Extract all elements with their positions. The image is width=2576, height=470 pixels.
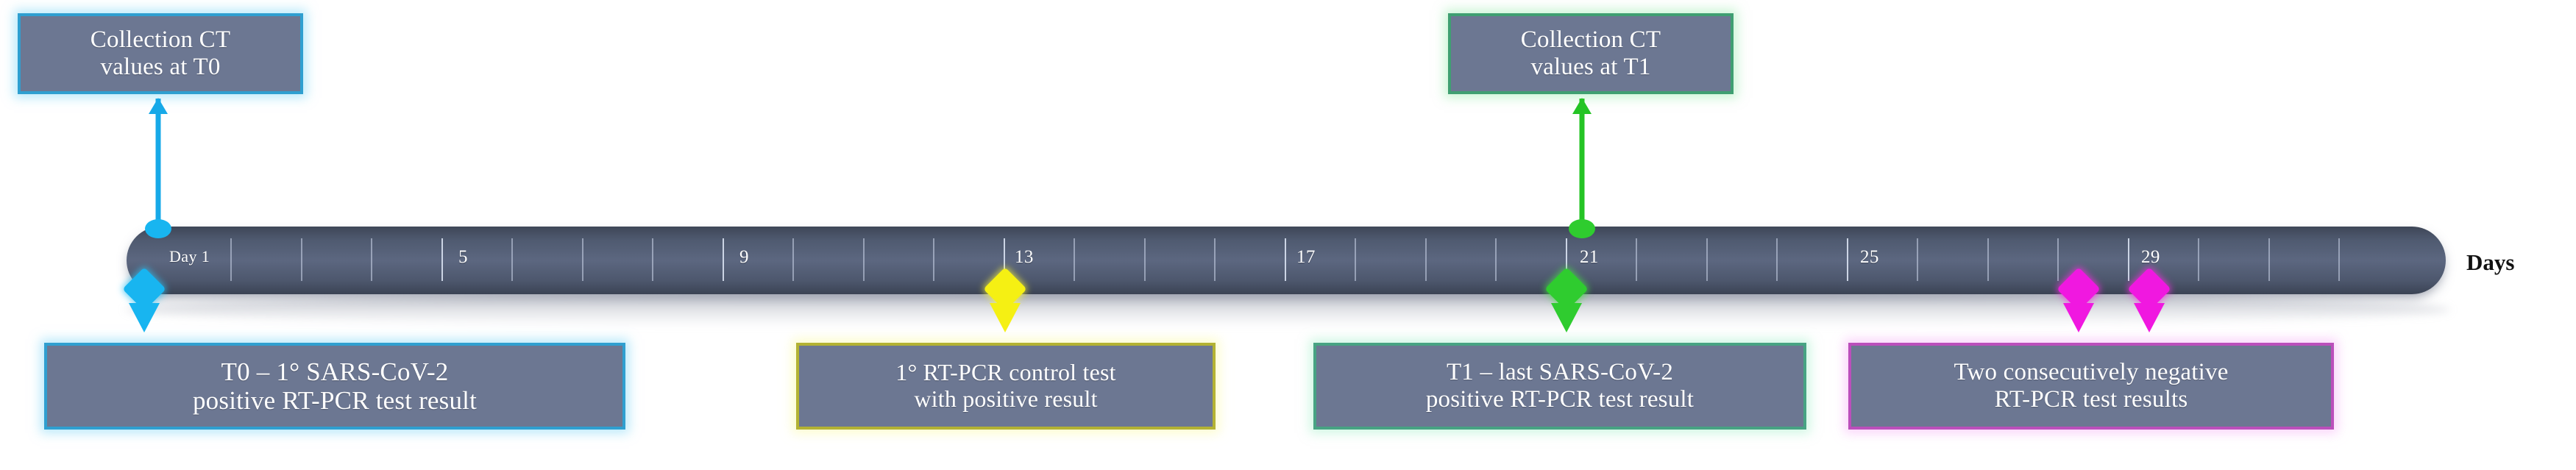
callout-ct-values-t0-line2: values at T0 <box>100 54 221 80</box>
caption-t0-line1: T0 – 1° SARS-CoV-2 <box>221 357 449 386</box>
tick-day-14 <box>1074 238 1075 281</box>
tick-day-17 <box>1285 238 1286 281</box>
tick-day-28 <box>2057 238 2059 281</box>
tick-day-32 <box>2338 238 2340 281</box>
tick-day-6 <box>511 238 513 281</box>
caption-negative-line2: RT-PCR test results <box>1994 386 2188 413</box>
tick-day-3 <box>301 238 302 281</box>
connector-dot-t0 <box>145 219 171 238</box>
tick-day-19 <box>1425 238 1427 281</box>
tick-day-8 <box>652 238 653 281</box>
caption-arrow-t0 <box>129 303 160 332</box>
caption-arrow-neg-2 <box>2134 303 2165 332</box>
caption-negative-line1: Two consecutively negative <box>1954 359 2229 386</box>
arrow-up-icon-t0 <box>149 98 168 114</box>
caption-control-line2: with positive result <box>914 385 1098 412</box>
connector-stem-t0 <box>155 99 161 232</box>
callout-ct-values-t0-line1: Collection CT <box>90 26 231 54</box>
caption-t0-line2: positive RT-PCR test result <box>192 386 478 415</box>
callout-ct-values-t1: Collection CT values at T1 <box>1448 13 1734 94</box>
day-label-9: 9 <box>739 247 749 267</box>
day-label-5: 5 <box>458 247 468 267</box>
callout-ct-values-t0: Collection CT values at T0 <box>18 13 303 94</box>
connector-dot-t1 <box>1569 219 1595 238</box>
caption-first-control-test: 1° RT-PCR control test with positive res… <box>796 343 1216 430</box>
tick-day-27 <box>1987 238 1989 281</box>
tick-day-29 <box>2128 238 2129 281</box>
tick-day-20 <box>1495 238 1497 281</box>
callout-ct-values-t1-line1: Collection CT <box>1520 26 1661 54</box>
tick-day-23 <box>1706 238 1708 281</box>
caption-t1-line2: positive RT-PCR test result <box>1425 386 1695 413</box>
callout-ct-values-t1-line2: values at T1 <box>1530 54 1651 80</box>
day-label-25: 25 <box>1860 247 1879 267</box>
day-label-21: 21 <box>1580 247 1599 267</box>
caption-two-negative-tests: Two consecutively negative RT-PCR test r… <box>1848 343 2334 430</box>
tick-day-30 <box>2198 238 2199 281</box>
timeline: Day 1 5 9 13 17 21 25 29 <box>127 219 2446 294</box>
caption-control-line1: 1° RT-PCR control test <box>895 359 1116 386</box>
tick-day-2 <box>230 238 232 281</box>
timeline-shadow <box>125 293 2450 327</box>
day-label-1: Day 1 <box>169 247 210 266</box>
tick-day-13 <box>1004 238 1005 281</box>
tick-day-4 <box>371 238 372 281</box>
tick-day-31 <box>2268 238 2270 281</box>
day-label-29: 29 <box>2141 247 2160 267</box>
caption-arrow-neg-1 <box>2063 303 2094 332</box>
tick-day-7 <box>582 238 583 281</box>
tick-day-5 <box>441 238 443 281</box>
tick-day-18 <box>1355 238 1356 281</box>
tick-day-16 <box>1214 238 1216 281</box>
day-label-13: 13 <box>1015 247 1034 267</box>
caption-t1-line1: T1 – last SARS-CoV-2 <box>1446 359 1674 386</box>
tick-day-26 <box>1917 238 1918 281</box>
tick-day-25 <box>1847 238 1848 281</box>
tick-day-12 <box>933 238 934 281</box>
arrow-up-icon-t1 <box>1572 98 1592 114</box>
tick-day-22 <box>1636 238 1637 281</box>
caption-arrow-t1 <box>1551 303 1582 332</box>
day-label-17: 17 <box>1296 247 1316 267</box>
caption-t0-first-positive: T0 – 1° SARS-CoV-2 positive RT-PCR test … <box>44 343 625 430</box>
tick-day-9 <box>723 238 724 281</box>
tick-day-10 <box>792 238 794 281</box>
tick-day-24 <box>1776 238 1778 281</box>
tick-day-11 <box>863 238 865 281</box>
caption-t1-last-positive: T1 – last SARS-CoV-2 positive RT-PCR tes… <box>1313 343 1806 430</box>
tick-day-21 <box>1566 238 1567 281</box>
timeline-bar <box>127 227 2446 294</box>
tick-day-15 <box>1144 238 1146 281</box>
caption-arrow-control <box>990 303 1021 332</box>
connector-stem-t1 <box>1579 99 1585 232</box>
axis-title-days: Days <box>2466 249 2515 275</box>
